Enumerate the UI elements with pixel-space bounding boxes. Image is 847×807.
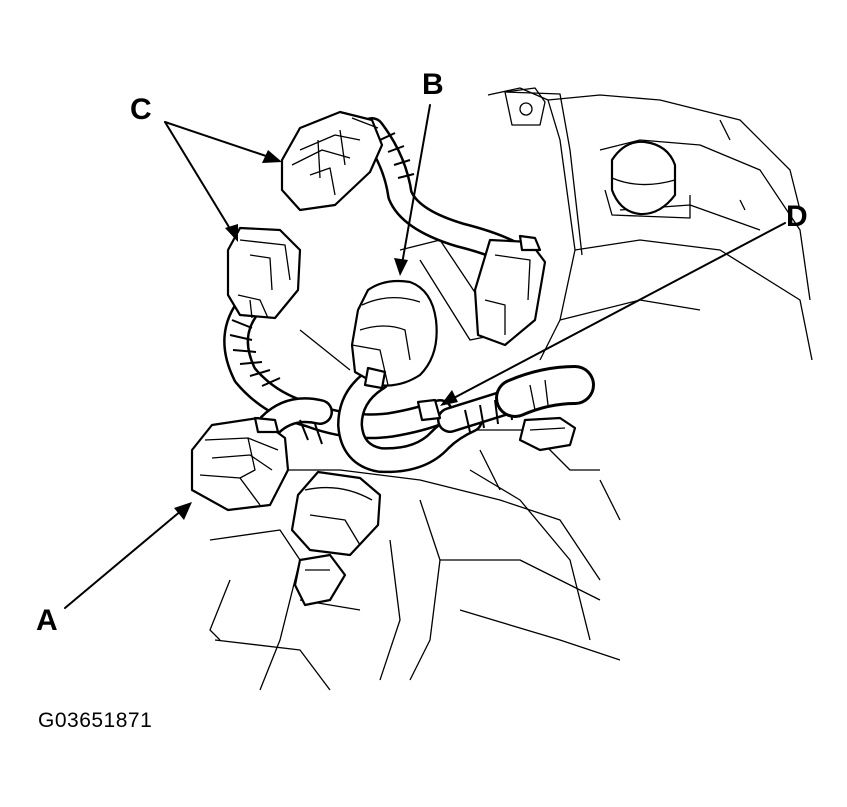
arrow-head-c-lower [225, 224, 238, 242]
arrow-head-a [174, 502, 192, 520]
engine-body-outline [209, 87, 813, 691]
clip-d [416, 398, 577, 452]
connector-b [350, 279, 438, 390]
arrow-head-b [394, 258, 408, 276]
callout-label-b: B [422, 68, 444, 101]
harness-tape-rings [229, 132, 513, 445]
figure-id: G03651871 [38, 709, 153, 732]
arrow-head-c-upper [262, 150, 282, 163]
mounting-bracket [504, 87, 546, 126]
connector-a [190, 416, 290, 512]
arrow-head-d [440, 390, 458, 406]
callout-label-d: D [786, 200, 808, 233]
callout-arrows [64, 104, 786, 609]
callout-label-c: C [130, 93, 152, 126]
callout-label-a: A [36, 604, 58, 637]
connector-lower-center [290, 470, 382, 607]
bolt-cap-part [604, 140, 691, 219]
connector-c-upper [280, 110, 384, 212]
connector-c-lower [226, 226, 302, 320]
connector-right-mate [473, 234, 547, 347]
main-cable [495, 365, 595, 418]
